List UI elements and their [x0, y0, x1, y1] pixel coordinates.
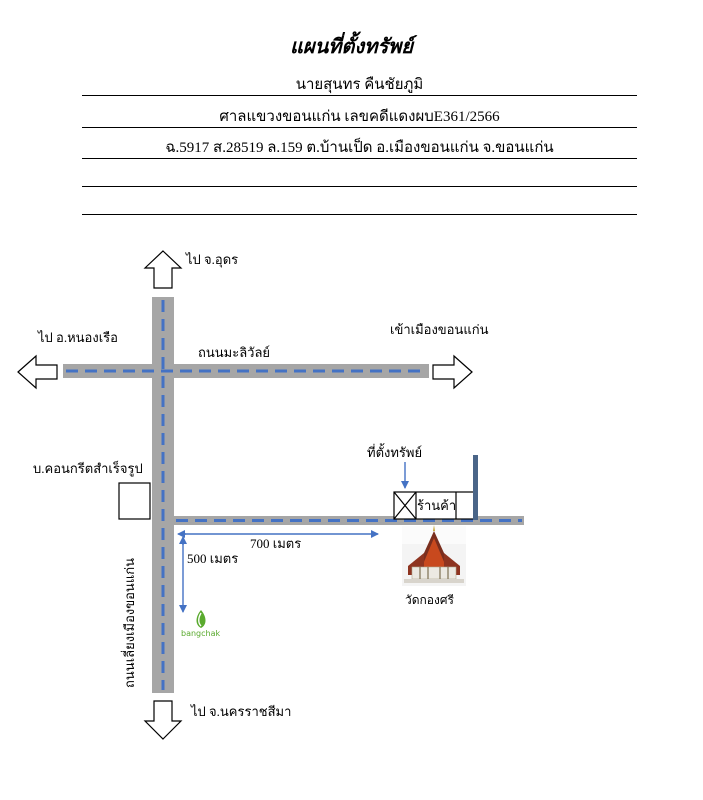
- label-temple: วัดกองศรี: [405, 593, 454, 607]
- property-cross-icon: [393, 491, 417, 520]
- label-to-nong-ruea: ไป อ.หนองเรือ: [38, 330, 118, 345]
- map-title: แผนที่ตั้งทรัพย์: [289, 36, 414, 58]
- west-arrow-icon: [17, 354, 58, 390]
- south-arrow-icon: [143, 700, 183, 740]
- divider-line: [82, 95, 637, 96]
- label-concrete-company: บ.คอนกรีตสำเร็จรูป: [33, 461, 143, 476]
- deed-info: ฉ.5917 ส.28519 ล.159 ต.บ้านเป็ด อ.เมืองข…: [165, 140, 554, 156]
- label-to-nakhon-ratchasima: ไป จ.นครราชสีมา: [191, 704, 292, 719]
- label-to-udon: ไป จ.อุดร: [186, 252, 239, 267]
- label-distance-700m: 700 เมตร: [250, 536, 302, 551]
- label-bangchak: bangchak: [181, 629, 221, 638]
- owner-name: นายสุนทร คืนชัยภูมิ: [295, 77, 424, 93]
- divider-line: [82, 214, 637, 215]
- label-shop: ร้านค้า: [417, 498, 457, 513]
- label-to-khon-kaen-city: เข้าเมืองขอนแก่น: [390, 322, 489, 337]
- concrete-company-building: [118, 482, 151, 520]
- side-lane: [473, 455, 478, 520]
- temple-picture-icon: [402, 525, 466, 586]
- divider-line: [82, 158, 637, 159]
- east-arrow-icon: [432, 354, 473, 390]
- court-case: ศาลแขวงขอนแก่น เลขคดีแดงผบE361/2566: [219, 109, 500, 125]
- bangchak-logo-icon: [196, 610, 206, 628]
- divider-line: [82, 186, 637, 187]
- label-distance-500m: 500 เมตร: [187, 551, 239, 566]
- label-property: ที่ตั้งทรัพย์: [367, 445, 423, 460]
- label-bypass-road: ถนนเลี่ยงเมืองขอนแก่น: [122, 558, 137, 688]
- label-maliwan-road: ถนนมะลิวัลย์: [198, 345, 271, 360]
- divider-line: [82, 127, 637, 128]
- north-arrow-icon: [143, 250, 183, 289]
